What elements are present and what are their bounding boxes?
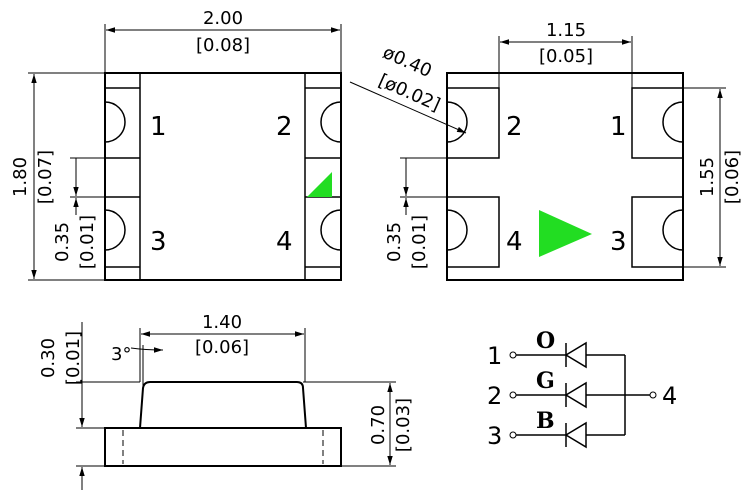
bottom-view: 2 1 4 3 1.15 [0.05] ø0.40 [ø0.02] 1.55 [… [349, 20, 743, 281]
color-label: G [536, 368, 555, 394]
terminal [649, 391, 657, 399]
castellation-hole [320, 209, 342, 251]
pin-label: 1 [487, 342, 502, 370]
terminal [509, 391, 517, 399]
solder-pad [447, 196, 500, 268]
dimension-value: 1.15 [546, 20, 586, 41]
common-pin-label: 4 [662, 382, 677, 410]
angle-arc [130, 347, 164, 353]
diode-symbol [564, 381, 587, 409]
side-view-lens [139, 381, 307, 429]
pin-label: 1 [610, 112, 627, 142]
pin-label: 3 [150, 227, 167, 257]
leader-line [349, 81, 467, 134]
pin-label: 2 [506, 112, 523, 142]
dimension-value: 0.30 [38, 338, 59, 378]
diode-symbol [564, 341, 587, 369]
pin-label: 3 [610, 227, 627, 257]
solder-pad [631, 196, 683, 268]
pin-label: 3 [487, 422, 502, 450]
castellation-hole [320, 101, 342, 143]
dimension-value-inch: [ø0.02] [375, 70, 443, 116]
castellation-hole [104, 101, 126, 143]
dimension-value-inch: [0.01] [77, 215, 98, 269]
dimension-value: 2.00 [203, 8, 243, 29]
castellation-hole [662, 101, 684, 143]
castellation-hole [446, 209, 468, 251]
dimension-value-inch: [0.07] [35, 150, 56, 204]
dimension-value-inch: [0.01] [409, 215, 430, 269]
dimension-value-inch: [0.03] [393, 398, 414, 452]
pin-label: 1 [150, 112, 167, 142]
side-view-substrate [104, 427, 342, 467]
solder-pad [447, 87, 500, 159]
dimension-value: 1.80 [10, 157, 31, 197]
bottom-view-body [446, 72, 684, 281]
dimension-value: 0.35 [384, 222, 405, 262]
side-view: 1.40 [0.06] 3° 0.30 [0.01] 0.70 [0.03] [38, 312, 414, 490]
color-label: B [536, 408, 555, 434]
terminal [509, 351, 517, 359]
dimension-value-inch: [0.06] [195, 337, 249, 358]
dimension-value: 0.70 [368, 405, 389, 445]
dimension-value: 1.40 [202, 312, 242, 333]
dimension-value-inch: [0.05] [539, 46, 593, 67]
castellation-hole [662, 209, 684, 251]
pin-label: 4 [506, 227, 523, 257]
diode-symbol [564, 421, 587, 449]
pin-label: 2 [276, 112, 293, 142]
dimension-value-inch: [0.08] [196, 35, 250, 56]
terminal [509, 431, 517, 439]
castellation-hole [446, 101, 468, 143]
dimension-value: 0.35 [52, 222, 73, 262]
color-label: O [536, 328, 555, 354]
top-view-body [104, 72, 342, 281]
top-view: 1 2 3 4 2.00 [0.08] 1.80 [0.07] 0.35 [0.… [10, 8, 342, 281]
dimension-value: 1.55 [697, 157, 718, 197]
castellation-hole [104, 209, 126, 251]
dimension-value-inch: [0.06] [722, 150, 743, 204]
pin-label: 4 [276, 227, 293, 257]
pin-label: 2 [487, 382, 502, 410]
polarity-marker [539, 210, 592, 257]
solder-pad [631, 87, 683, 159]
dimension-value-inch: [0.01] [63, 331, 84, 385]
angle-value: 3° [111, 344, 131, 365]
schematic: 1 O 2 G 3 B 4 [487, 328, 677, 450]
polarity-marker [307, 172, 332, 197]
